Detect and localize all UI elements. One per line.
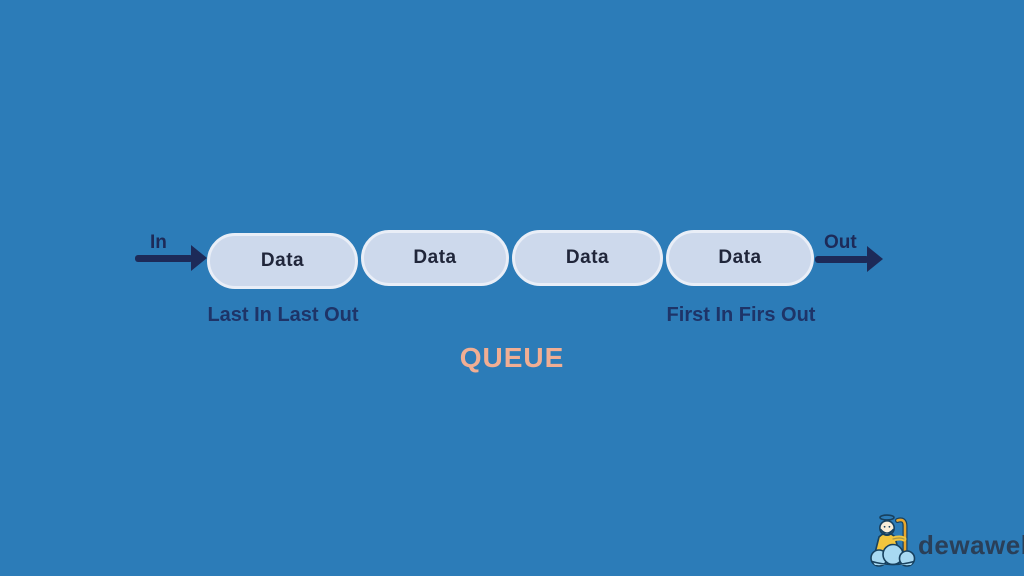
queue-node: Data — [207, 233, 358, 289]
in-arrow — [135, 255, 193, 262]
diagram-title: QUEUE — [459, 342, 565, 373]
fifo-caption: First In Firs Out — [666, 304, 816, 326]
in-label: In — [150, 232, 167, 253]
queue-node: Data — [361, 230, 509, 286]
queue-node: Data — [512, 230, 663, 286]
brand-logo: dewaweb — [866, 513, 1024, 569]
out-arrowhead-icon — [867, 246, 883, 272]
lilo-caption: Last In Last Out — [207, 304, 359, 326]
in-arrowhead-icon — [191, 245, 207, 271]
brand-name: dewaweb — [918, 529, 1024, 560]
dewaweb-mascot-icon — [870, 514, 916, 567]
out-label: Out — [824, 232, 857, 253]
queue-node: Data — [666, 230, 814, 286]
out-arrow — [815, 256, 869, 263]
